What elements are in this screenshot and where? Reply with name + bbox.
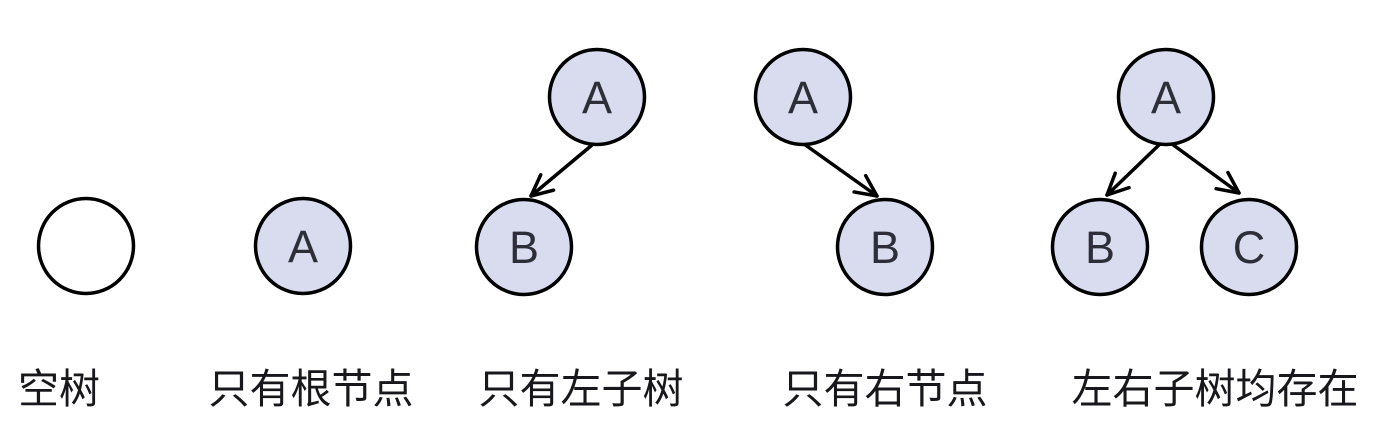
both-node-b-circle [1050,197,1150,297]
right-only-edge-a-to-b-arrow [802,142,879,198]
both-edge-a-to-b-arrow [1105,142,1162,197]
left-only-node-b-letter: B [509,222,539,273]
right-only-node-b-letter: B [870,222,900,273]
tree-root-only: A 只有根节点 [209,196,414,412]
empty-node-circle [36,196,136,296]
both-node-c-circle [1199,197,1299,297]
tree-both-subtrees-label: 左右子树均存在 [1072,366,1359,412]
right-only-node-a-circle [753,47,853,147]
left-only-node-a-circle [547,47,647,147]
left-only-edge-a-to-b-arrow [529,143,594,198]
tree-left-subtree-only: A B 只有左子树 [474,47,684,412]
tree-right-node-only: A B 只有右节点 [753,47,988,412]
tree-root-only-label: 只有根节点 [209,366,414,412]
left-only-node-b-circle [474,197,574,297]
right-only-node-b-circle [835,197,935,297]
right-only-node-a-letter: A [788,72,818,123]
tree-left-subtree-only-label: 只有左子树 [479,366,684,412]
tree-empty: 空树 [18,196,136,412]
both-node-a-circle [1116,47,1216,147]
root-only-node-a-letter: A [288,221,318,272]
tree-empty-label: 空树 [18,366,100,412]
root-only-node-a-circle [253,196,353,296]
both-node-c-letter: C [1233,222,1266,273]
both-edge-a-to-c-arrow [1170,142,1241,195]
tree-right-node-only-label: 只有右节点 [783,366,988,412]
both-node-b-letter: B [1085,222,1115,273]
left-only-node-a-letter: A [582,72,612,123]
tree-both-subtrees: A B C 左右子树均存在 [1050,47,1359,412]
both-node-a-letter: A [1151,72,1181,123]
